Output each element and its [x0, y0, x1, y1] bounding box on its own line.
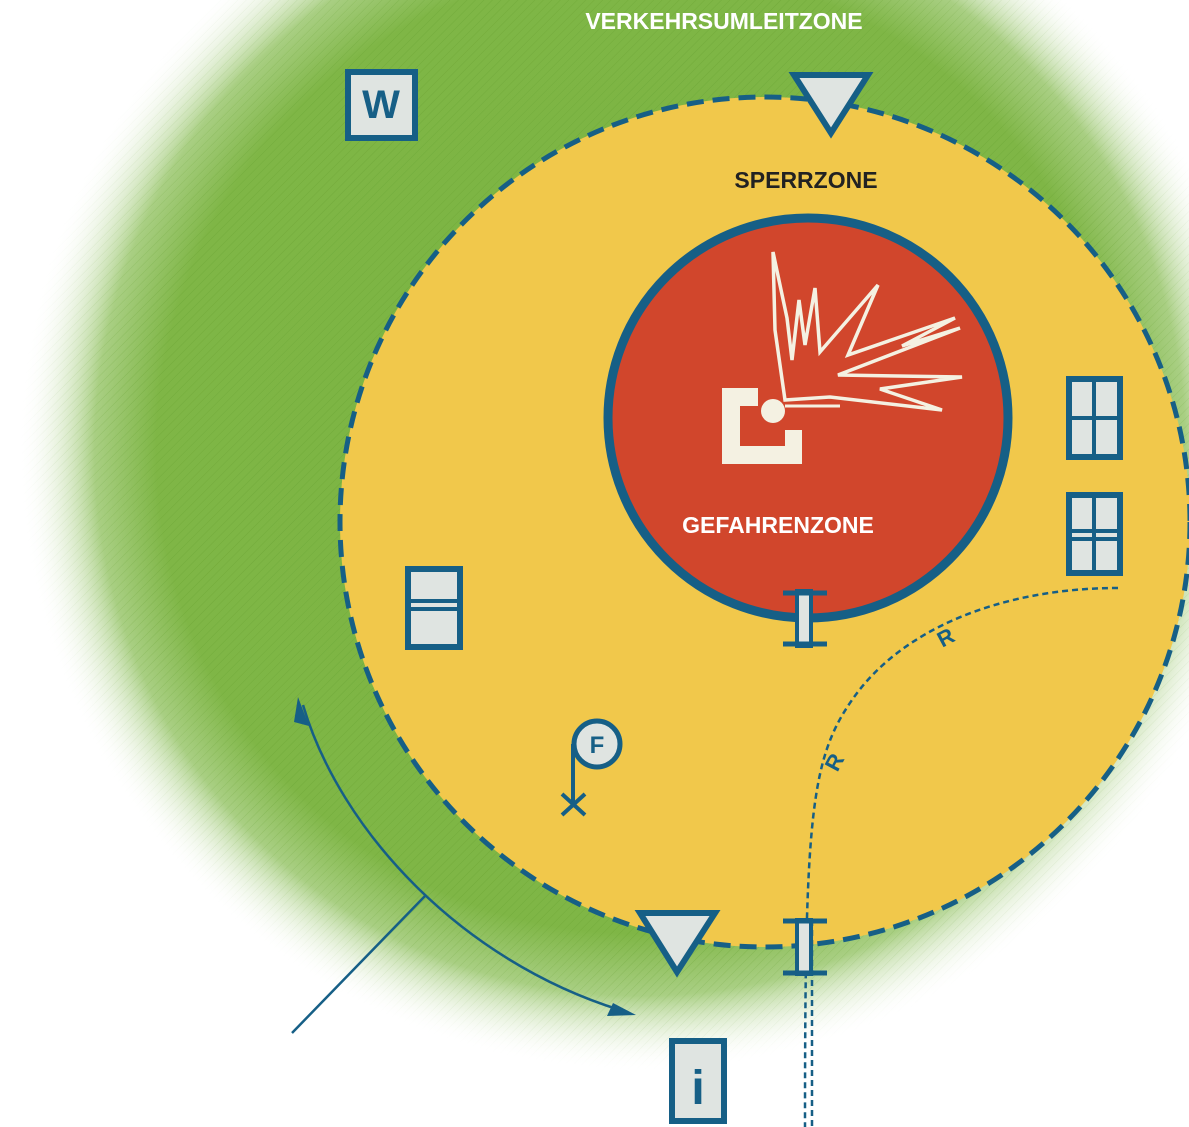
triangle-checkpoint-icon	[634, 910, 721, 978]
info-sign-label: i	[691, 1062, 704, 1115]
building-icon	[1066, 492, 1123, 576]
barrier-icon	[783, 918, 827, 976]
w-sign: W	[345, 69, 418, 141]
middle-zone-label: SPERRZONE	[734, 167, 877, 193]
triangle-checkpoint-icon	[788, 72, 874, 139]
outer-zone-label: VERKEHRSUMLEITZONE	[585, 8, 862, 34]
hydrant-label: F	[590, 732, 605, 759]
route-line	[803, 586, 1119, 1127]
inner-zone-label: GEFAHRENZONE	[682, 512, 874, 538]
inner-zone	[603, 213, 1013, 623]
direction-arrow	[291, 697, 636, 1034]
building-icon	[1066, 376, 1123, 460]
w-sign-label: W	[362, 83, 400, 127]
building-icon	[405, 566, 463, 650]
hydrant-icon: F	[560, 718, 623, 817]
middle-zone-boundary	[337, 94, 1189, 950]
explosion-icon	[722, 251, 963, 464]
info-sign: i	[669, 1038, 727, 1124]
barrier-icon	[783, 589, 827, 648]
